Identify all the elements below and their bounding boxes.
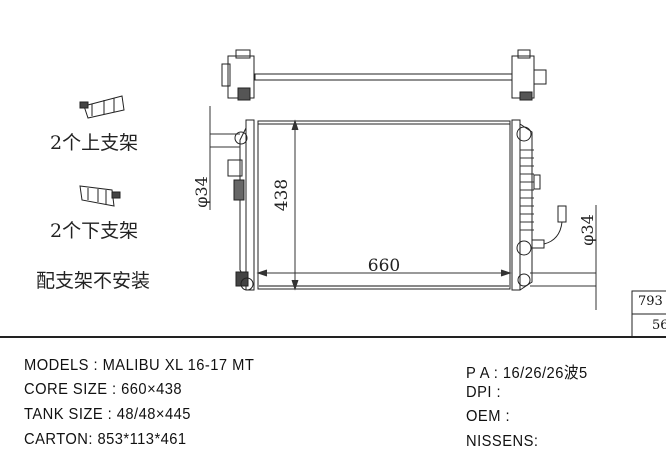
top-view [221, 49, 547, 101]
lower-bracket-icon [79, 185, 121, 207]
width-dimension-label: 660 [368, 256, 400, 276]
spec-core-size: CORE SIZE : 660×438 [24, 381, 183, 398]
side-table-value: 56 [652, 318, 666, 333]
spec-tank-size: TANK SIZE : 48/48×445 [24, 406, 191, 423]
upper-bracket-icon [79, 95, 125, 119]
brackets-not-installed-note: 配支架不安装 [36, 270, 151, 292]
inlet-diameter-label: φ34 [192, 176, 211, 208]
spec-models: MODELS : MALIBU XL 16-17 MT [24, 357, 255, 374]
spec-oem: OEM : [466, 408, 511, 425]
spec-carton: CARTON: 853*113*461 [24, 431, 187, 448]
dimension-lines [209, 106, 597, 310]
spec-nissens: NISSENS: [466, 433, 539, 450]
spec-pa: P A : 16/26/26波5 [466, 365, 588, 382]
spec-dpi: DPI : [466, 384, 502, 401]
radiator-core [227, 119, 567, 291]
outlet-diameter-label: φ34 [578, 214, 597, 246]
side-table-value: 793 [638, 294, 663, 309]
lower-bracket-note: 2个下支架 [50, 220, 139, 242]
upper-bracket-note: 2个上支架 [50, 132, 139, 154]
height-dimension-label: 438 [272, 179, 292, 211]
